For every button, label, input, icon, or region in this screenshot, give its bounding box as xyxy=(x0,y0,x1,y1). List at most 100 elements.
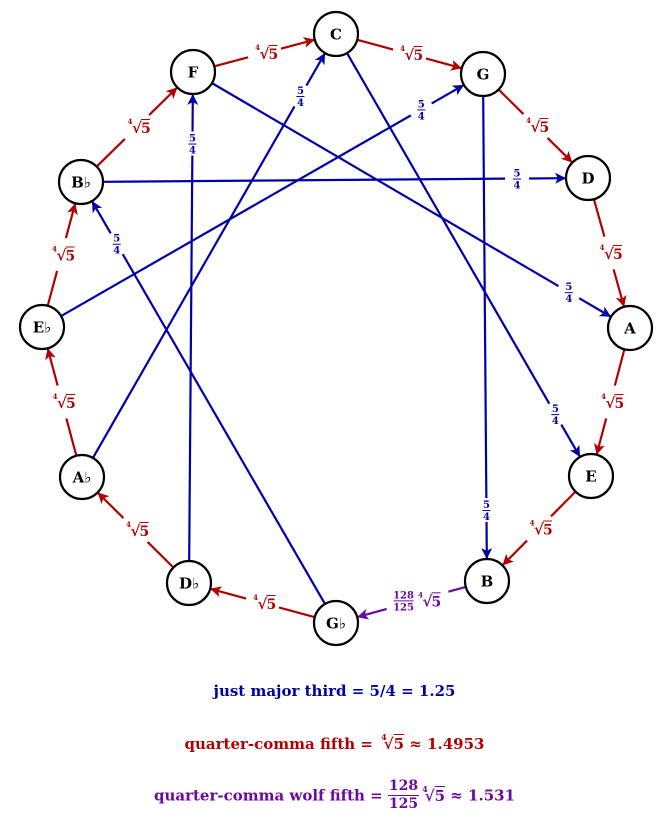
root-index: 4 xyxy=(381,732,387,742)
numerator: 128 xyxy=(393,590,414,601)
edge-label: 4√5 xyxy=(253,593,276,613)
node-label: A xyxy=(623,320,636,338)
numerator: 5 xyxy=(113,234,120,245)
arrowhead-icon xyxy=(560,423,581,458)
legend-wolf-root: 4√5 xyxy=(422,783,446,805)
legend-just-major-third: just major third = 5/4 = 1.25 xyxy=(0,682,669,700)
edge-line xyxy=(448,585,467,593)
arrowhead-icon xyxy=(45,348,59,386)
root-index: 4 xyxy=(422,783,428,794)
root-index: 4 xyxy=(126,520,131,529)
edge-line xyxy=(592,198,606,237)
edge-line xyxy=(95,138,126,168)
node-C: C xyxy=(312,10,360,58)
node-label: A♭ xyxy=(72,469,92,487)
root-index: 4 xyxy=(526,116,531,125)
radicand: 5 xyxy=(540,120,550,136)
edge-label: 4√5 xyxy=(128,117,151,137)
node-circle xyxy=(564,154,612,202)
edge-F-C xyxy=(213,37,315,68)
numerator: 5 xyxy=(189,134,196,145)
edge-line xyxy=(356,38,394,51)
node-G: G xyxy=(459,50,507,98)
edge-D-A xyxy=(592,198,627,307)
edge-Eb-G xyxy=(60,84,465,318)
edge-line xyxy=(121,253,326,605)
node-circle xyxy=(463,557,511,605)
edge-label: 54 xyxy=(112,234,121,257)
node-label: B♭ xyxy=(71,174,91,192)
root-index: 4 xyxy=(253,593,258,602)
radicand: 5 xyxy=(432,594,442,610)
node-label: G xyxy=(477,66,490,84)
edge-label: 54 xyxy=(564,282,573,305)
node-label: D xyxy=(581,170,594,188)
edge-label: 4√5 xyxy=(52,245,75,265)
denominator: 4 xyxy=(418,111,425,122)
denominator: 125 xyxy=(393,602,414,613)
node-Gb: G♭ xyxy=(312,599,360,647)
node-A: A xyxy=(606,304,654,352)
node-label: C xyxy=(330,26,342,44)
edge-line xyxy=(102,177,506,183)
radicand: 5 xyxy=(141,121,151,137)
node-label: G♭ xyxy=(326,615,346,633)
denominator: 4 xyxy=(552,416,559,427)
node-Db: D♭ xyxy=(165,559,213,607)
arrowhead-icon xyxy=(148,87,178,116)
arrowhead-icon xyxy=(502,539,528,566)
radicand: 5 xyxy=(414,48,424,64)
node-D: D xyxy=(564,154,612,202)
numerator: 5 xyxy=(514,169,521,180)
node-circle xyxy=(459,50,507,98)
root-index: 4 xyxy=(255,43,260,52)
denominator: 4 xyxy=(113,246,120,257)
denominator: 125 xyxy=(388,796,419,812)
node-label: B xyxy=(481,573,494,591)
edge-label: 54 xyxy=(417,99,426,122)
edge-line xyxy=(46,270,59,307)
radicand: 5 xyxy=(66,249,76,265)
numerator: 5 xyxy=(418,99,425,110)
edge-label: 4√5 xyxy=(400,44,423,64)
root-index: 4 xyxy=(418,590,423,599)
edge-label: 4√5 xyxy=(126,520,149,540)
edge-label: 54 xyxy=(482,500,491,523)
radical-sign: √ xyxy=(132,119,142,137)
arrowhead-icon xyxy=(357,607,388,620)
edge-label: 4√5 xyxy=(600,243,623,263)
root-index: 4 xyxy=(53,392,58,401)
radicand: 5 xyxy=(613,247,623,263)
radicand: 5 xyxy=(267,597,277,613)
edge-Eb-Bb xyxy=(46,203,78,307)
radical-sign: √ xyxy=(405,46,415,64)
legend-fifth-suffix: ≈ 1.4953 xyxy=(404,735,485,753)
arrowhead-icon xyxy=(305,52,326,87)
edge-line xyxy=(146,541,175,569)
radical-sign: √ xyxy=(57,247,67,265)
node-circle xyxy=(312,10,360,58)
radicand: 5 xyxy=(543,523,553,539)
arrowhead-icon xyxy=(612,269,627,307)
node-Eb: E♭ xyxy=(18,303,66,351)
numerator: 5 xyxy=(483,500,490,511)
node-label: D♭ xyxy=(179,575,199,593)
radicand: 5 xyxy=(140,524,150,540)
edge-C-E xyxy=(346,52,581,458)
edge-Ab-C xyxy=(91,52,326,459)
radical-sign: √ xyxy=(423,592,433,610)
edges xyxy=(45,37,627,620)
edge-label: 54 xyxy=(296,86,305,109)
edge-E-B xyxy=(502,490,577,566)
node-circle xyxy=(57,158,105,206)
denominator: 4 xyxy=(565,294,572,305)
numerator: 5 xyxy=(297,86,304,97)
denominator: 4 xyxy=(297,98,304,109)
radical-sign: √ xyxy=(534,521,544,539)
denominator: 4 xyxy=(483,512,490,523)
edge-line xyxy=(497,88,525,115)
radical-sign: √ xyxy=(57,394,67,412)
denominator: 4 xyxy=(514,181,521,192)
